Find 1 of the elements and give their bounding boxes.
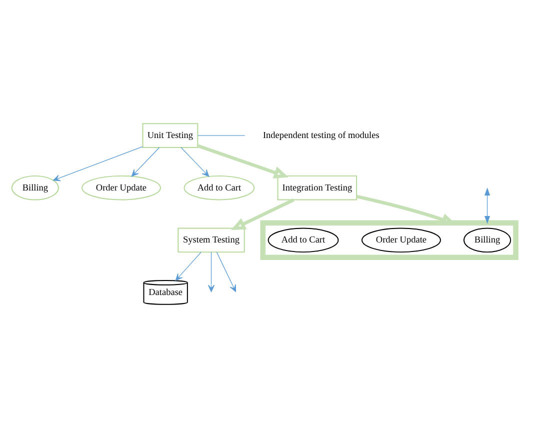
node-text: Independent testing of modules [262,131,380,142]
